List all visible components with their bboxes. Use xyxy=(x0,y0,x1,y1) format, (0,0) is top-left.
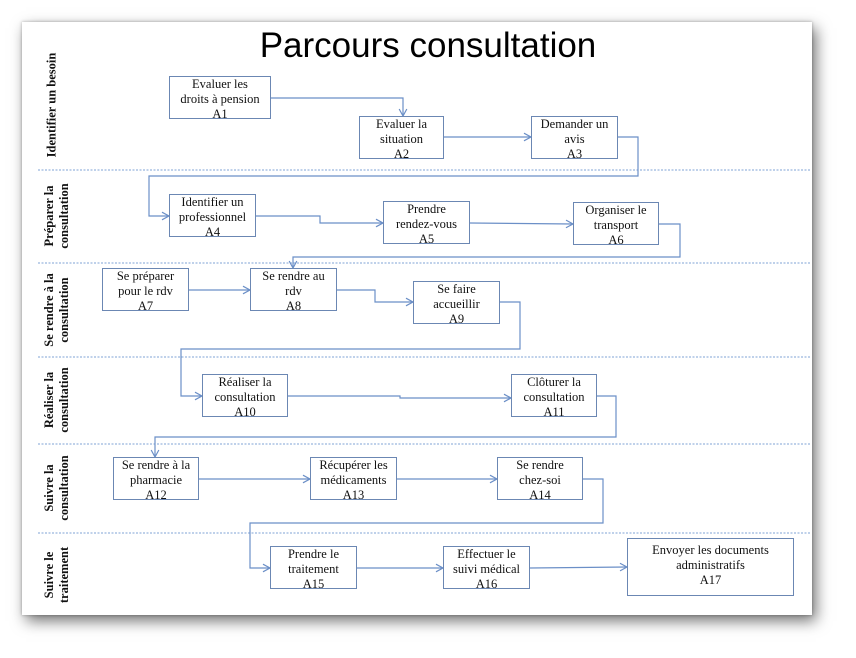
activity-label: Se rendre xyxy=(516,458,564,472)
activity-code: A10 xyxy=(234,405,256,419)
activity-label: Organiser le xyxy=(585,203,647,217)
connector-arrow xyxy=(337,289,413,303)
connector-arrow xyxy=(154,395,617,457)
activity-label: droits à pension xyxy=(180,92,260,106)
connector-arrow xyxy=(249,478,604,569)
connector-arrow xyxy=(469,222,574,225)
swimlane-label-line: consultation xyxy=(57,367,71,433)
activity-code: A13 xyxy=(342,488,365,502)
swimlane-label-line: Réaliser la xyxy=(42,371,56,429)
activity-label: consultation xyxy=(214,390,276,404)
activity-label: transport xyxy=(593,218,639,232)
activity-label: Prendre le xyxy=(287,547,340,561)
activity-code: A1 xyxy=(212,107,228,121)
connector-arrow xyxy=(148,136,639,217)
connector-arrow xyxy=(288,395,511,399)
connector-arrow xyxy=(529,566,628,569)
activity-code: A7 xyxy=(137,299,154,313)
activity-code: A6 xyxy=(608,233,624,247)
swimlane-label-line: consultation xyxy=(57,455,71,521)
activity-label: Identifier un xyxy=(181,195,244,209)
activity-label: traitement xyxy=(288,562,339,576)
activity-label: Se faire xyxy=(437,282,476,296)
swimlane-label-line: consultation xyxy=(57,277,71,343)
activity-code: A8 xyxy=(285,299,302,313)
activity-label: Demander un xyxy=(540,117,609,131)
activity-code: A12 xyxy=(145,488,167,502)
swimlane-label-text: Identifier un besoin xyxy=(45,53,60,158)
swimlane-label-line: Préparer la xyxy=(42,185,56,247)
activity-label: Prendre xyxy=(407,202,446,216)
activity-label: pour le rdv xyxy=(118,284,173,298)
activity-code: A15 xyxy=(302,577,325,591)
connector-arrow xyxy=(256,215,383,224)
activity-label: Clôturer la xyxy=(527,375,581,389)
activity-code: A17 xyxy=(699,573,722,587)
activity-label: avis xyxy=(564,132,585,146)
activity-label: Evaluer les xyxy=(192,77,248,91)
activity-code: A11 xyxy=(543,405,565,419)
swimlane-label-line: Identifier un besoin xyxy=(44,52,59,158)
activity-label: situation xyxy=(379,132,424,146)
activity-label: Effectuer le xyxy=(457,547,516,561)
diagram-title: Parcours consultation xyxy=(259,26,597,65)
activity-code: A3 xyxy=(566,147,583,161)
activity-label: chez-soi xyxy=(519,473,561,487)
swimlane-label-line: Suivre le xyxy=(42,551,56,599)
activity-code: A2 xyxy=(393,147,410,161)
activity-label: administratifs xyxy=(676,558,745,572)
activity-code: A4 xyxy=(204,225,221,239)
activity-label: professionnel xyxy=(178,210,247,224)
swimlane-label-line: Se rendre à la xyxy=(42,273,56,347)
activity-label: Récupérer les xyxy=(319,458,388,472)
activity-label: Envoyer les documents xyxy=(652,543,769,557)
activity-label: Se rendre à la xyxy=(121,458,191,472)
connector-arrow xyxy=(292,223,681,268)
activity-label: rdv xyxy=(285,284,302,298)
swimlane-label-line: consultation xyxy=(57,183,71,249)
swimlane-label-line: traitement xyxy=(57,546,71,604)
activity-label: Evaluer la xyxy=(375,117,427,131)
activity-label: pharmacie xyxy=(129,473,183,487)
activity-code: A16 xyxy=(475,577,498,591)
activity-code: A9 xyxy=(448,312,465,326)
activity-code: A14 xyxy=(529,488,551,502)
activity-code: A5 xyxy=(418,232,435,246)
activity-label: accueillir xyxy=(433,297,480,311)
activity-label: Se préparer xyxy=(116,269,175,283)
activity-label: suivi médical xyxy=(453,562,520,576)
connector-arrow xyxy=(271,97,404,116)
activity-label: médicaments xyxy=(320,473,387,487)
activity-label: Réaliser la xyxy=(218,375,272,389)
connector-arrow xyxy=(180,301,521,397)
swimlane-label-line: Suivre la xyxy=(42,464,56,512)
activity-label: Se rendre au xyxy=(262,269,325,283)
activity-label: consultation xyxy=(523,390,585,404)
activity-label: rendez-vous xyxy=(395,217,458,231)
